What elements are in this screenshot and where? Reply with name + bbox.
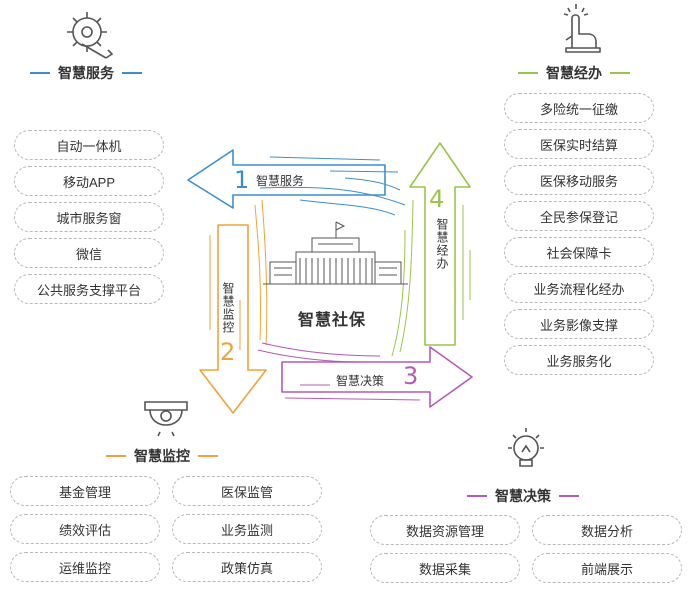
handle-item-service-oriented: 业务服务化 <box>504 345 654 375</box>
flow-number-4: 4 <box>429 185 445 213</box>
light-bulb-icon <box>508 428 544 467</box>
heading-bar <box>106 455 126 457</box>
monitor-item-performance: 绩效评估 <box>10 514 160 544</box>
handle-item-mobile-medical: 医保移动服务 <box>504 165 654 195</box>
flow-label-4: 智慧经办 <box>435 218 449 270</box>
handle-item-image-support: 业务影像支撑 <box>504 309 654 339</box>
decision-item-data-collection: 数据采集 <box>370 553 520 583</box>
monitor-item-fund-management: 基金管理 <box>10 476 160 506</box>
service-item-wechat: 微信 <box>14 238 164 268</box>
decision-item-frontend-display: 前端展示 <box>532 553 682 583</box>
handle-heading-label: 智慧经办 <box>546 65 602 81</box>
flow-arrow-1 <box>187 149 406 216</box>
flow-arrow-2 <box>199 199 268 414</box>
service-item-public-platform: 公共服务支撑平台 <box>14 274 164 304</box>
flow-label-3: 智慧决策 <box>336 374 385 388</box>
heading-bar <box>610 72 630 74</box>
decision-heading-label: 智慧决策 <box>495 488 551 504</box>
monitor-item-business-monitoring: 业务监测 <box>172 514 322 544</box>
service-heading-label: 智慧服务 <box>58 65 114 81</box>
social-security-building-icon <box>263 221 408 285</box>
flow-arrow-4 <box>391 142 471 357</box>
monitor-heading-label: 智慧监控 <box>134 448 190 464</box>
service-heading: 智慧服务 <box>30 63 142 83</box>
handle-item-unified-collection: 多险统一征缴 <box>504 93 654 123</box>
heading-bar <box>30 72 50 74</box>
monitor-heading: 智慧监控 <box>106 446 218 466</box>
decision-heading: 智慧决策 <box>467 486 579 506</box>
flow-number-2: 2 <box>220 338 236 366</box>
heading-bar <box>467 495 487 497</box>
handle-heading: 智慧经办 <box>518 63 630 83</box>
decision-item-data-analysis: 数据分析 <box>532 515 682 545</box>
heading-bar <box>198 455 218 457</box>
heading-bar <box>559 495 579 497</box>
gear-wrench-icon <box>67 12 114 59</box>
handle-item-realtime-settlement: 医保实时结算 <box>504 129 654 159</box>
handle-item-process-handling: 业务流程化经办 <box>504 273 654 303</box>
flow-arrow-3 <box>257 342 473 408</box>
center-title: 智慧社保 <box>298 312 367 329</box>
pointing-hand-icon <box>563 4 601 53</box>
heading-bar <box>518 72 538 74</box>
flow-label-2: 智慧监控 <box>221 282 235 334</box>
monitor-item-policy-simulation: 政策仿真 <box>172 552 322 582</box>
flow-number-1: 1 <box>234 166 250 194</box>
service-item-city-window: 城市服务窗 <box>14 202 164 232</box>
service-item-auto-kiosk: 自动一体机 <box>14 130 164 160</box>
flow-label-1: 智慧服务 <box>256 174 305 188</box>
handle-item-registration: 全民参保登记 <box>504 201 654 231</box>
flow-number-3: 3 <box>403 362 419 390</box>
monitor-item-medical-supervision: 医保监管 <box>172 476 322 506</box>
service-item-mobile-app: 移动APP <box>14 166 164 196</box>
security-camera-icon <box>144 401 188 437</box>
decision-item-data-resources: 数据资源管理 <box>370 515 520 545</box>
heading-bar <box>122 72 142 74</box>
monitor-item-ops-monitoring: 运维监控 <box>10 552 160 582</box>
handle-item-security-card: 社会保障卡 <box>504 237 654 267</box>
